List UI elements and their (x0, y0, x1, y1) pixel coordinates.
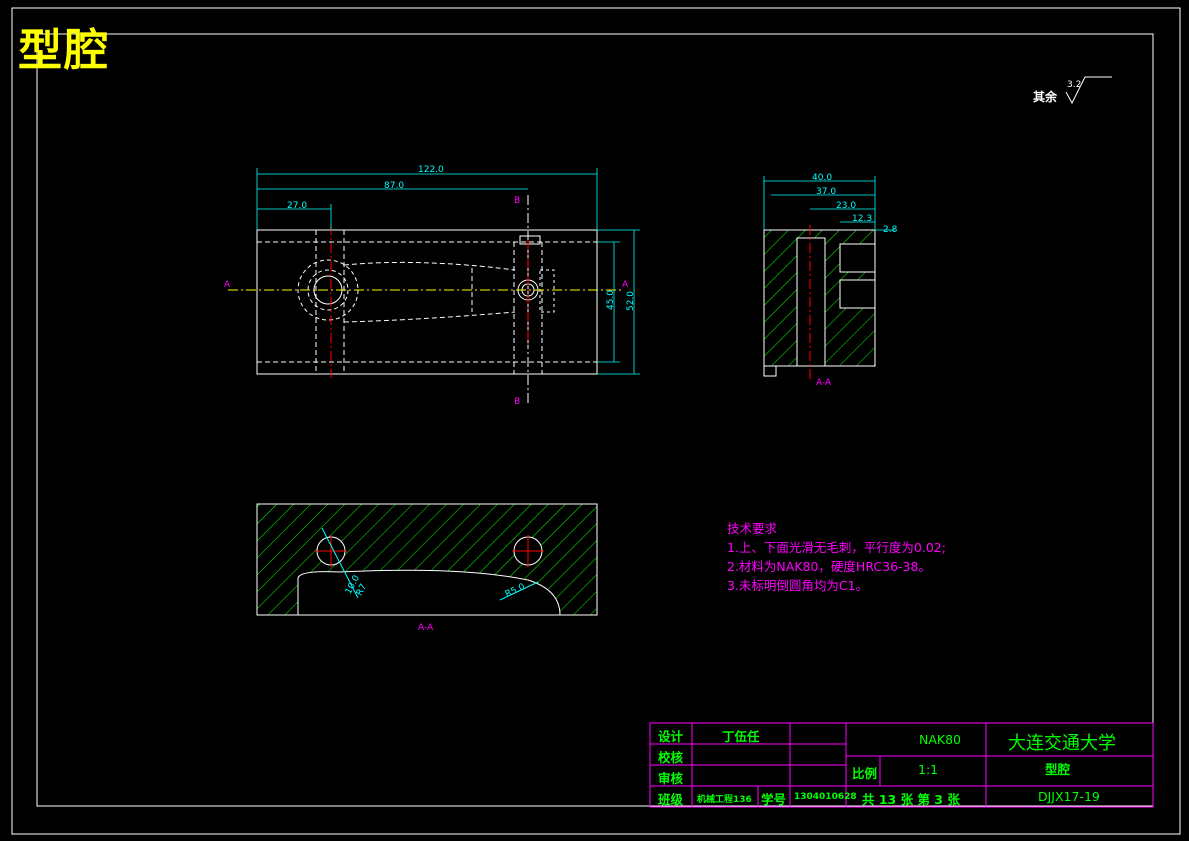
dim-front-hole1: 27.0 (287, 201, 308, 211)
tech-heading: 技术要求 (727, 521, 778, 536)
roughness-label: 其余 (1033, 90, 1058, 104)
drawing-title: 型腔 (18, 25, 110, 76)
tb-sheets: 共 13 张 第 3 张 (862, 792, 960, 807)
dim-side-w2: 37.0 (816, 187, 837, 197)
roughness-symbol (1065, 76, 1112, 105)
section-label-top: B (514, 196, 521, 206)
tb-scale-label: 比例 (852, 766, 878, 781)
roughness-value: 3.2 (1067, 80, 1082, 90)
front-view (228, 168, 640, 405)
tb-material: NAK80 (919, 732, 962, 747)
arrow-label-right: A (622, 280, 629, 290)
dim-side-w5: 2.8 (883, 225, 898, 235)
dim-side-w4: 12.3 (852, 214, 873, 224)
tb-drawing-no: DJJX17-19 (1038, 789, 1100, 804)
tb-part-name: 型腔 (1045, 762, 1071, 777)
side-section-label: A-A (816, 378, 832, 388)
dim-front-height-outer: 52.0 (626, 290, 637, 312)
section-view (256, 503, 598, 616)
dim-front-width: 122.0 (418, 165, 444, 175)
bottom-section-label: A-A (418, 623, 434, 633)
dim-front-hole2: 87.0 (384, 181, 405, 191)
tb-scale: 1:1 (918, 762, 939, 777)
outer-border (11, 7, 1181, 835)
tb-designer: 丁伍任 (722, 729, 760, 744)
inner-border (36, 33, 1154, 807)
side-view (763, 176, 895, 380)
tb-class-value: 机械工程136 (697, 795, 752, 805)
tech-item: 2.材料为NAK80，硬度HRC36-38。 (727, 559, 931, 574)
tech-item: 1.上、下面光滑无毛刺，平行度为0.02; (727, 540, 946, 555)
dim-side-w3: 23.0 (836, 201, 857, 211)
tech-requirements: 技术要求 1.上、下面光滑无毛刺，平行度为0.02; 2.材料为NAK80，硬度… (727, 519, 946, 595)
arrow-label-left: A (224, 280, 231, 290)
tb-student-no-label: 学号 (761, 792, 787, 807)
dim-side-width: 40.0 (812, 173, 833, 183)
tech-item: 3.未标明倒圆角均为C1。 (727, 578, 869, 593)
tb-review-label: 审核 (658, 771, 684, 786)
dim-front-height-inner: 45.0 (606, 289, 617, 311)
tb-student-no: 1304010628 (794, 792, 857, 802)
title-block (649, 722, 1154, 808)
section-label-bottom: B (514, 397, 521, 407)
tb-school: 大连交通大学 (1008, 733, 1116, 754)
tb-check-label: 校核 (658, 750, 684, 765)
tb-design-label: 设计 (658, 729, 684, 744)
tb-class-label: 班级 (658, 792, 684, 807)
